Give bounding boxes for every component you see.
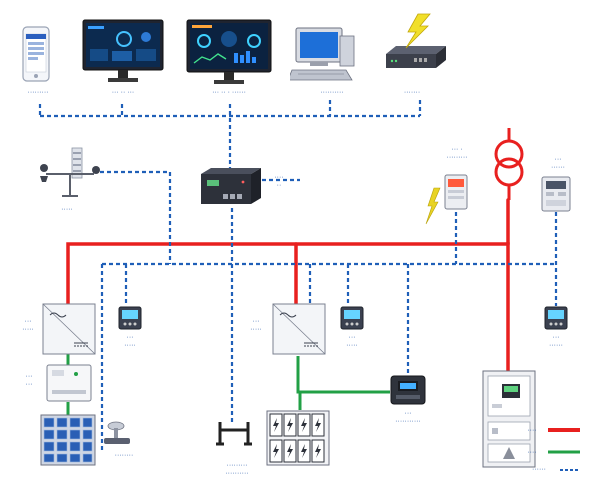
sensor-label: ········ [114,452,134,459]
lightning-icon [398,12,438,50]
legend-ac-label: ···· [527,427,537,434]
storage-device-label: ········· ·········· [225,462,249,477]
workstation-computer [287,26,356,82]
irradiance-sensor [100,420,134,446]
mobile-app-device [22,26,50,82]
app-label: ········· [27,89,49,96]
combiner-box-label: ··· ··· [25,373,33,388]
protection-relay [541,176,571,212]
battery-rack [266,410,330,466]
distribution-cabinet [482,370,536,468]
grid-meter-top-label: ··· · ········· [446,146,468,161]
pv-meter-label: ··· ····· [124,334,136,349]
grid-meter-top [444,174,468,210]
large-screen-label: ··· ·· · ······ [212,89,246,96]
transformer-icon [490,128,528,200]
dc-meter [390,375,426,405]
legend-comm-label: ······ [532,466,546,473]
legend-dc-label: ···· [527,449,537,456]
pv-inverter-label: ··· ····· [22,318,34,333]
pv-inverter [42,303,96,355]
protection-top-label: ··· ······ [551,156,565,171]
controller-label: ···· ·· [274,174,284,189]
pv-meter [118,306,142,330]
cable-bracket [214,420,254,450]
communication-lines [38,100,558,450]
grid-arrow-marker [425,187,441,225]
pc-ems-label: ··· ·· ··· [111,89,135,96]
network-gateway [384,44,448,72]
large-screen-monitor [186,19,272,87]
pcs-meter-label: ··· ····· [346,334,358,349]
gateway-label: ······· [403,89,421,96]
weather-station [36,146,106,198]
pcs-inverter [272,303,326,355]
dc-power-lines [66,354,390,416]
pv-panel-array [40,414,96,466]
ac-power-lines [66,198,510,372]
pcs-label: ··· ····· [250,318,262,333]
legend [520,420,594,476]
combiner-box [46,364,92,402]
central-controller [199,166,263,206]
pc-monitor-ems [82,19,164,85]
weather-station-label: ····· [61,206,73,213]
ems-platform-label: ·········· [320,89,344,96]
grid-side-meter [544,306,568,330]
pcs-meter [340,306,364,330]
grid-side-meter-label: ··· ······ [549,334,563,349]
dc-meter-label: ··· ··········· [395,410,421,425]
